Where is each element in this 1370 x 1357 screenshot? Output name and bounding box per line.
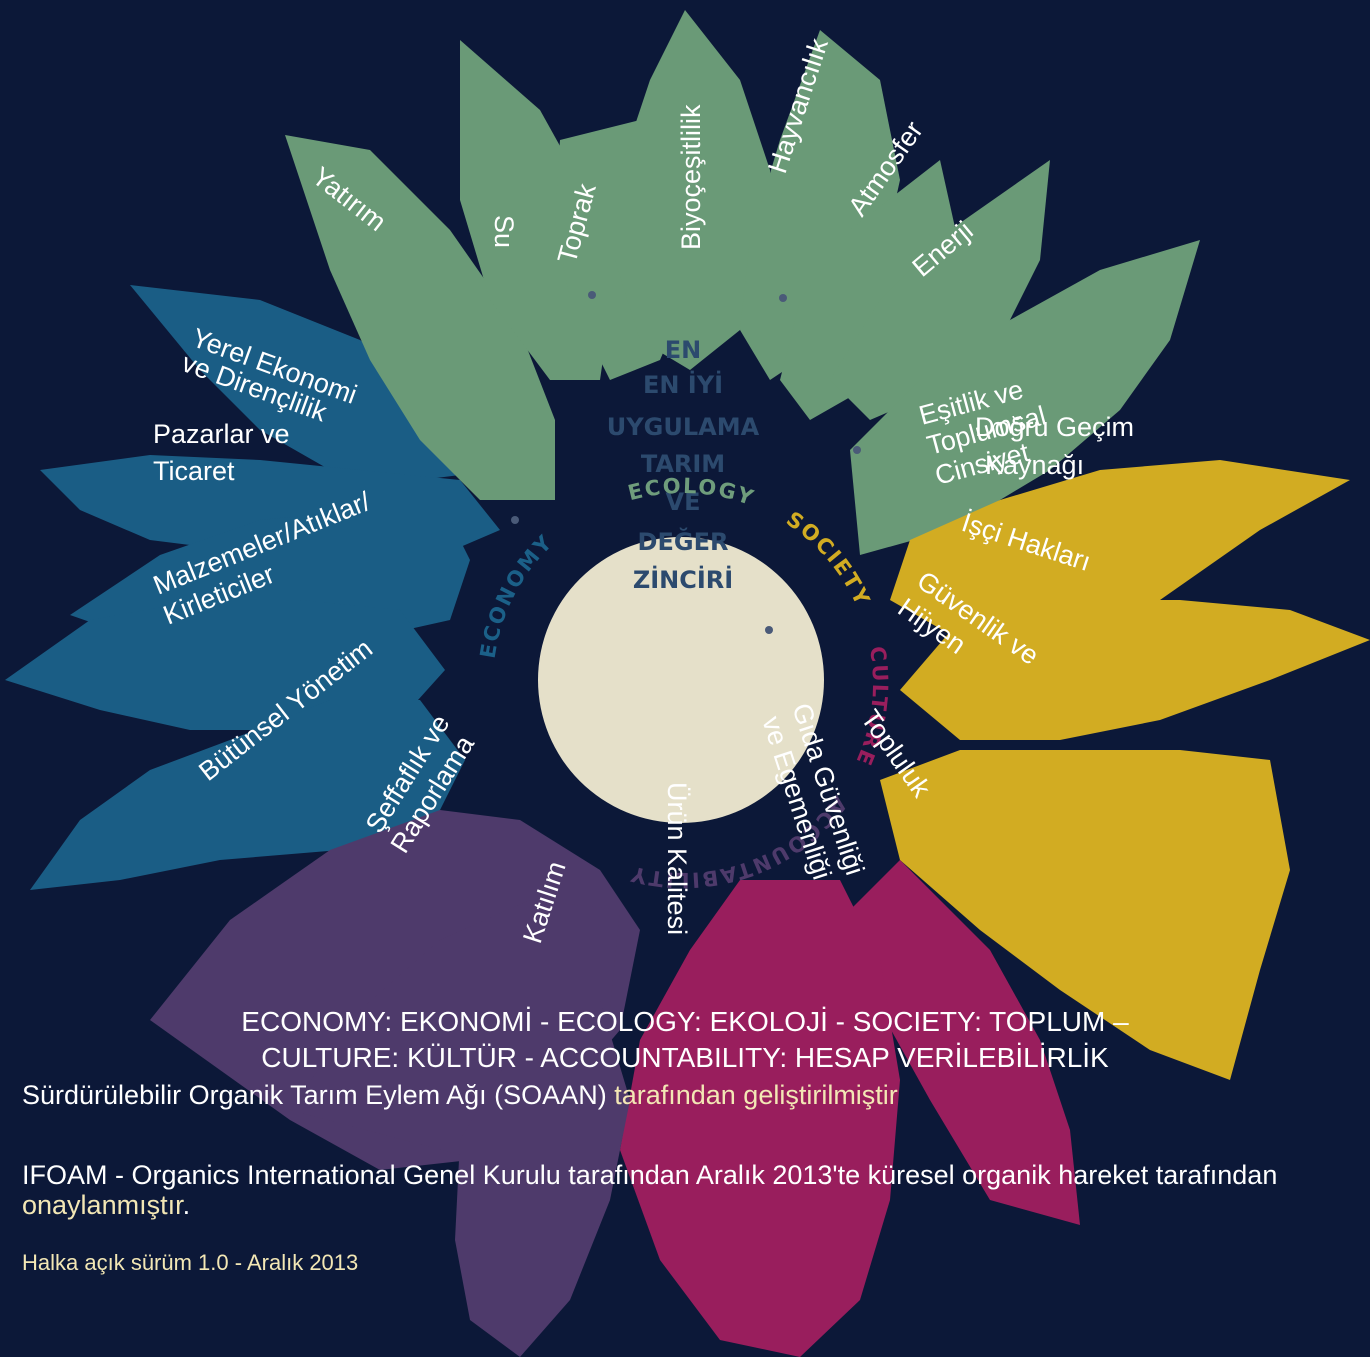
accountability-petals bbox=[150, 810, 640, 1357]
center-line-2: EN İYİ bbox=[643, 370, 723, 399]
credit-soaan-main: Sürdürülebilir Organik Tarım Eylem Ağı (… bbox=[22, 1080, 615, 1110]
credit-ifoam: IFOAM - Organics International Genel Kur… bbox=[22, 1160, 1342, 1220]
label-dogru-gecim-1: Doğru Geçim bbox=[975, 412, 1134, 442]
center-line-4: TARIM bbox=[641, 450, 725, 478]
petal-esitlik bbox=[850, 240, 1200, 555]
ring-dots bbox=[511, 291, 861, 634]
petal-guvenlik bbox=[900, 600, 1370, 740]
center-disc bbox=[538, 537, 824, 823]
label-pazarlar-1: Pazarlar ve bbox=[153, 419, 290, 449]
label-biyocesitlilik: Biyoçeşitlilik bbox=[676, 104, 706, 250]
ecology-petals bbox=[285, 10, 1200, 555]
center-line-3: UYGULAMA bbox=[607, 413, 760, 441]
label-dogru-gecim-2: Kaynağı bbox=[985, 450, 1084, 480]
ring-dot bbox=[765, 626, 773, 634]
petal-gida bbox=[840, 860, 1080, 1225]
petal-yerel-ekonomi bbox=[130, 285, 500, 480]
center-line-5: VE bbox=[666, 488, 701, 516]
society-petals bbox=[880, 460, 1370, 1080]
economy-petals bbox=[5, 285, 500, 890]
ring-dot bbox=[779, 294, 787, 302]
center-line-7: ZİNCİRİ bbox=[633, 565, 733, 594]
ring-dot bbox=[511, 516, 519, 524]
petal-biyocesitlilik bbox=[615, 10, 770, 370]
ring-dot bbox=[853, 446, 861, 454]
petal-urun bbox=[620, 880, 900, 1357]
label-urun-kalitesi: Ürün Kalitesi bbox=[662, 782, 692, 935]
petal-butunsel bbox=[5, 600, 445, 730]
label-su: Su bbox=[489, 215, 519, 248]
credit-ifoam-main: IFOAM - Organics International Genel Kur… bbox=[22, 1160, 1278, 1190]
credit-ifoam-end: . bbox=[182, 1190, 191, 1220]
culture-petals bbox=[620, 860, 1080, 1357]
version-text: Halka açık sürüm 1.0 - Aralık 2013 bbox=[22, 1250, 359, 1275]
petal-atmosfer bbox=[780, 160, 960, 420]
center-title: EN EN İYİ UYGULAMA TARIM VE DEĞER ZİNCİR… bbox=[607, 336, 760, 594]
legend-line-2: CULTURE: KÜLTÜR - ACCOUNTABILITY: HESAP … bbox=[261, 1042, 1109, 1073]
petal-urun-purple bbox=[455, 1000, 630, 1357]
petal-isci bbox=[890, 460, 1350, 640]
credit-soaan-highlight: tarafından geliştirilmiştir bbox=[614, 1080, 898, 1110]
petal-yatirim bbox=[285, 135, 555, 500]
ring-dot bbox=[588, 291, 596, 299]
petal-topluluk bbox=[880, 750, 1290, 1080]
center-line-1: EN bbox=[665, 336, 701, 364]
center-line-6: DEĞER bbox=[638, 526, 729, 556]
label-pazarlar-2: Ticaret bbox=[153, 456, 235, 486]
credit-soaan: Sürdürülebilir Organik Tarım Eylem Ağı (… bbox=[22, 1080, 1342, 1110]
petal-enerji bbox=[830, 160, 1050, 420]
legend-line-1: ECONOMY: EKONOMİ - ECOLOGY: EKOLOJİ - SO… bbox=[241, 1006, 1129, 1037]
credit-ifoam-highlight: onaylanmıştır bbox=[22, 1190, 183, 1220]
